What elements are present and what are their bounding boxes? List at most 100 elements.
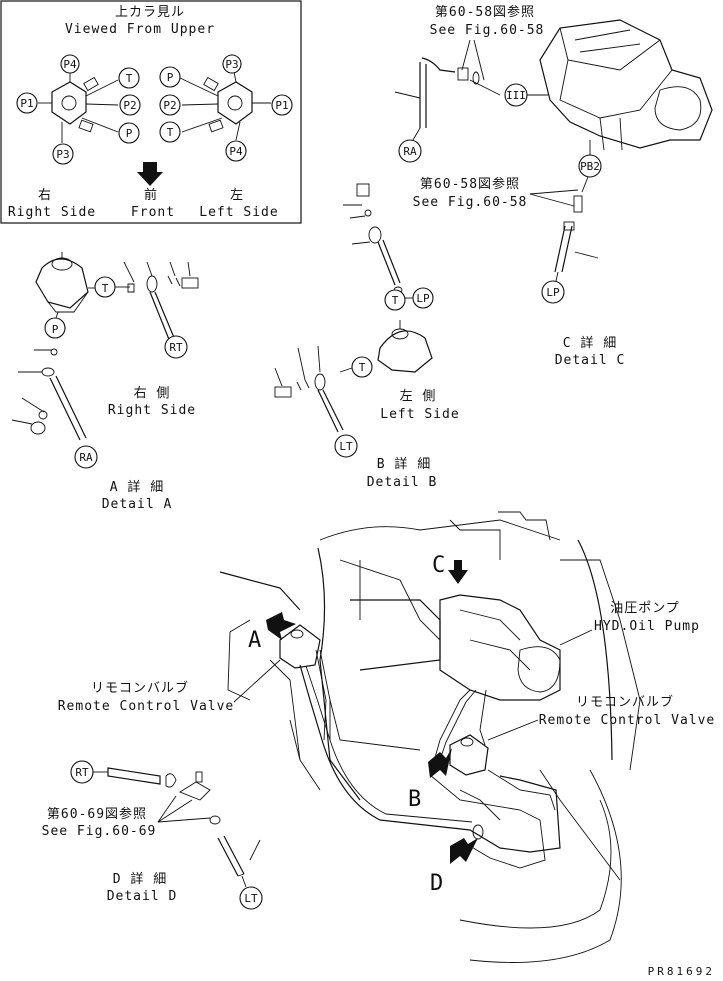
port-p4-left (60, 54, 80, 74)
front-arrow-icon (137, 162, 163, 186)
rcv-left-label-jp: リモコンバルブ (91, 680, 189, 696)
svg-text:LT: LT (244, 892, 258, 905)
detail-a-side-jp: 右 側 (134, 386, 171, 401)
port-t-right (159, 121, 181, 143)
port-p3-right (222, 54, 242, 74)
detail-c-title-jp: C 詳 細 (563, 335, 617, 351)
main-hyd-pump (439, 594, 561, 701)
svg-text:P2: P2 (163, 99, 176, 112)
detail-c-pb2-label (578, 154, 602, 178)
rcv-right-label-en: Remote Control Valve (539, 713, 716, 728)
svg-text:P: P (167, 71, 174, 84)
detail-a-rt-label (164, 335, 188, 359)
svg-text:LT: LT (339, 440, 353, 453)
detail-d-title-jp: D 詳 細 (113, 871, 167, 887)
pump-label-jp: 油圧ポンプ (610, 601, 680, 616)
inset-right-en: Right Side (8, 205, 96, 220)
detail-a-title-jp: A 詳 細 (110, 479, 164, 495)
detail-c: 第60-58図参照 See Fig.60-58 III RA PB2 第60-5… (394, 4, 713, 368)
arrow-b-icon (428, 748, 452, 778)
detail-b-t2-label (351, 356, 373, 378)
detail-b-side-jp: 左 側 (400, 389, 437, 404)
detail-b-lp-label (412, 287, 434, 309)
port-p-left (118, 122, 140, 144)
detail-c-iii-label (504, 83, 528, 107)
svg-text:P3: P3 (56, 148, 69, 161)
svg-text:T: T (167, 126, 174, 139)
port-p-right (159, 66, 181, 88)
detail-b-lt-label (334, 434, 358, 458)
detail-d-lt-label (239, 886, 263, 910)
svg-text:P1: P1 (20, 97, 33, 110)
arrow-c-icon (448, 560, 468, 584)
main-letter-a: A (248, 628, 261, 653)
detail-b-title-jp: B 詳 細 (377, 456, 431, 472)
svg-text:T: T (392, 294, 399, 307)
detail-c-ref2-jp: 第60-58図参照 (420, 176, 520, 192)
svg-text:P1: P1 (275, 99, 288, 112)
svg-text:P3: P3 (225, 58, 238, 71)
detail-d-ref-jp: 第60-69図参照 (47, 806, 147, 822)
rcv-left-label-en: Remote Control Valve (58, 699, 235, 714)
svg-text:P: P (52, 323, 59, 336)
port-t-left (118, 67, 140, 89)
detail-b-title-en: Detail B (367, 475, 438, 490)
port-p1-left (16, 92, 38, 114)
inset-left-en: Left Side (199, 205, 278, 220)
detail-c-ref1-jp: 第60-58図参照 (435, 4, 535, 20)
detail-d: RT 第60-69図参照 See Fig.60-69 LT D 詳 細 Deta… (42, 760, 263, 910)
svg-text:T: T (102, 282, 109, 295)
svg-text:T: T (126, 72, 133, 85)
detail-d-ref-en: See Fig.60-69 (42, 824, 157, 839)
main-letter-c: C (432, 553, 445, 578)
detail-a-title-en: Detail A (102, 497, 173, 512)
port-p3-left (52, 143, 74, 165)
svg-text:LP: LP (416, 292, 430, 305)
detail-b-side-en: Left Side (380, 407, 459, 422)
detail-b-valve (377, 330, 433, 373)
detail-a: T P RT RA 右 側 Right Side A 詳 細 Detail (11, 252, 199, 512)
inset-right-jp: 右 (38, 188, 52, 203)
svg-text:LP: LP (546, 286, 560, 299)
main-rcv-right (449, 734, 489, 776)
detail-c-title-en: Detail C (555, 353, 626, 368)
inset-left-jp: 左 (230, 188, 244, 203)
arrow-a-icon (266, 612, 296, 640)
svg-text:RT: RT (169, 341, 183, 354)
svg-text:P2: P2 (123, 99, 136, 112)
main-assembly: C A B D 油圧ポンプ HYD.Oil Pump リモコンバルブ Remot… (58, 511, 716, 963)
detail-c-ref1-en: See Fig.60-58 (430, 23, 545, 38)
detail-a-p-label (44, 317, 66, 339)
detail-c-ra-label (398, 139, 422, 163)
svg-text:RT: RT (75, 766, 89, 779)
svg-text:RA: RA (403, 145, 417, 158)
detail-a-side-en: Right Side (108, 403, 196, 418)
detail-c-lp-label (541, 280, 565, 304)
detail-a-ra-label (74, 445, 98, 469)
drawing-number: PR81692 (648, 965, 715, 978)
detail-c-pump (539, 19, 713, 149)
detail-d-title-en: Detail D (107, 889, 178, 904)
svg-text:P4: P4 (63, 58, 77, 71)
port-p4-right (225, 140, 247, 162)
main-letter-b: B (408, 787, 421, 812)
detail-a-valve (35, 258, 89, 309)
detail-c-ref2-en: See Fig.60-58 (413, 195, 528, 210)
inset-title-jp: 上カラ見ル (115, 5, 185, 20)
pump-label-en: HYD.Oil Pump (594, 619, 700, 634)
rcv-right-label-jp: リモコンバルブ (576, 694, 674, 710)
inset-front-en: Front (131, 205, 175, 220)
port-p2-right (159, 94, 181, 116)
inset-frame (0, 0, 302, 224)
port-p2-left (119, 94, 141, 116)
inset-front-jp: 前 (144, 187, 158, 203)
arrow-d-icon (450, 838, 478, 864)
svg-text:P: P (126, 127, 133, 140)
inset-view-from-upper: 上カラ見ル Viewed From Upper P4 P1 P3 T P2 (0, 0, 302, 224)
svg-text:T: T (359, 361, 366, 374)
main-letter-d: D (430, 871, 443, 896)
inset-valve-right-side: P4 P1 P3 T P2 P (16, 54, 141, 165)
svg-text:P4: P4 (229, 145, 243, 158)
